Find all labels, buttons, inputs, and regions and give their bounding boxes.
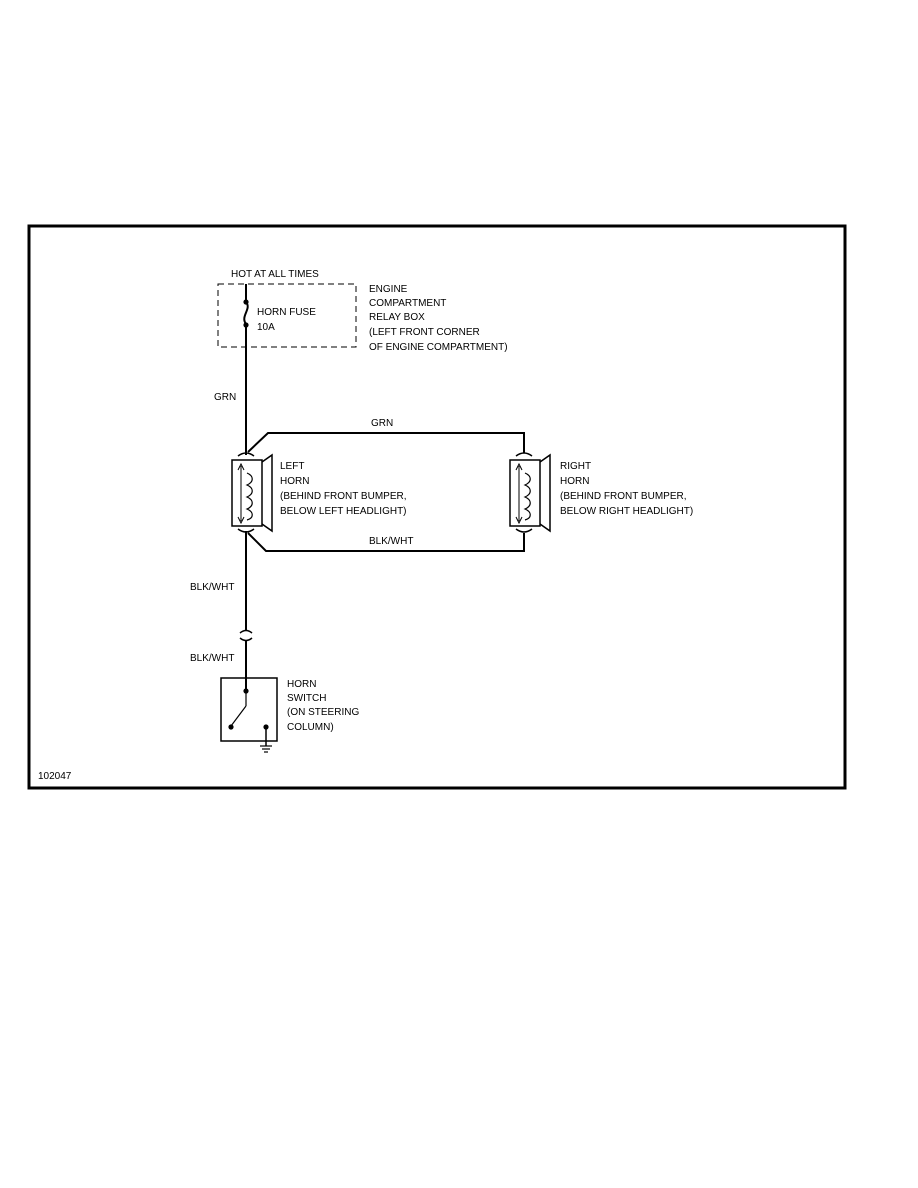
switch-contact-dot (228, 724, 234, 730)
wire-label-grn-horn-link: GRN (371, 418, 393, 429)
right-horn-symbol (509, 452, 551, 533)
fuse-rating-label: 10A (257, 322, 275, 333)
horn-switch-symbol (220, 677, 278, 746)
left-horn-label: LEFT HORN (BEHIND FRONT BUMPER, BELOW LE… (280, 461, 407, 517)
wire-label-blkwht-horn-link: BLK/WHT (369, 536, 413, 547)
fuse-terminal-dot (243, 322, 249, 328)
right-horn-label: RIGHT HORN (BEHIND FRONT BUMPER, BELOW R… (560, 461, 693, 517)
horn-switch-label-line: HORN (287, 679, 316, 690)
inline-connector-symbol (239, 629, 253, 642)
wire-grn-horn-link (247, 432, 525, 453)
ground-icon (260, 745, 272, 753)
horn-fuse-symbol (243, 284, 249, 455)
relay-box-label-line: ENGINE (369, 284, 408, 295)
figure-id: 102047 (38, 771, 72, 782)
left-horn-symbol (231, 452, 273, 533)
left-horn-label-line: LEFT (280, 461, 304, 472)
switch-contact-dot (243, 688, 249, 694)
relay-box-label: ENGINE COMPARTMENT RELAY BOX (LEFT FRONT… (369, 284, 508, 353)
right-horn-label-line: HORN (560, 476, 589, 487)
right-horn-label-line: (BEHIND FRONT BUMPER, (560, 491, 687, 502)
fuse-name-label: HORN FUSE (257, 307, 316, 318)
left-horn-label-line: HORN (280, 476, 309, 487)
wire-label-grn-supply: GRN (214, 392, 236, 403)
fuse-terminal-dot (243, 299, 249, 305)
relay-box-label-line: COMPARTMENT (369, 298, 446, 309)
left-horn-label-line: (BEHIND FRONT BUMPER, (280, 491, 407, 502)
horn-switch-label-line: (ON STEERING (287, 707, 359, 718)
right-horn-label-line: BELOW RIGHT HEADLIGHT) (560, 506, 693, 517)
relay-box-outline (217, 283, 357, 348)
relay-box-label-line: OF ENGINE COMPARTMENT) (369, 342, 508, 353)
wire-label-blkwht-upper: BLK/WHT (190, 582, 234, 593)
wire-blkwht-horn-link (247, 532, 525, 552)
switch-contact-dot (263, 724, 269, 730)
left-horn-label-line: BELOW LEFT HEADLIGHT) (280, 506, 407, 517)
horn-switch-label-line: COLUMN) (287, 722, 334, 733)
horn-switch-label: HORN SWITCH (ON STEERING COLUMN) (287, 679, 359, 733)
power-source-label: HOT AT ALL TIMES (231, 269, 319, 280)
right-horn-label-line: RIGHT (560, 461, 591, 472)
horn-switch-label-line: SWITCH (287, 693, 326, 704)
wire-label-blkwht-lower: BLK/WHT (190, 653, 234, 664)
diagram-frame (27, 224, 847, 790)
relay-box-label-line: RELAY BOX (369, 312, 425, 323)
relay-box-label-line: (LEFT FRONT CORNER (369, 327, 480, 338)
